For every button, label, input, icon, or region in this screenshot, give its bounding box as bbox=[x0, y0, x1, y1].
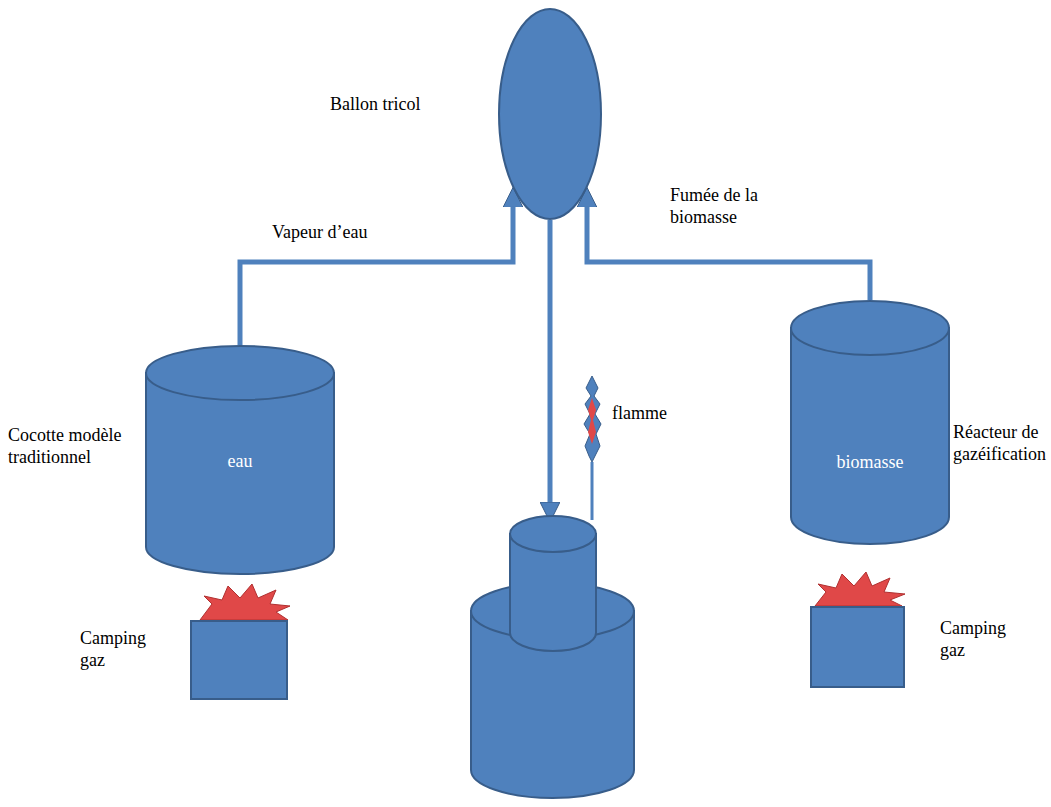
flask-outline bbox=[499, 9, 601, 219]
burner-box: Camping gaz bbox=[810, 606, 905, 688]
cylinder-body bbox=[146, 373, 334, 574]
burner-box: Camping gaz bbox=[190, 620, 288, 700]
pipe-connector bbox=[548, 220, 553, 517]
small-flame bbox=[584, 376, 601, 462]
vessel-cylinder: Réacteur de gazéificationbiomasse bbox=[790, 300, 950, 545]
pipe-connector bbox=[240, 192, 513, 345]
flow-label: Vapeur d’eau bbox=[270, 222, 414, 244]
cylinder-top bbox=[146, 346, 334, 400]
inner-vessel-top bbox=[510, 516, 596, 552]
part-label: Réacteur de gazéification bbox=[953, 422, 1047, 465]
part-label: Ballon tricol bbox=[330, 94, 480, 116]
node-outline bbox=[190, 620, 288, 700]
node-outline bbox=[790, 300, 950, 545]
burner-box bbox=[811, 607, 904, 687]
flow-label: Fumée de la biomasse bbox=[668, 185, 772, 228]
node-outline bbox=[470, 515, 635, 800]
burner-box bbox=[191, 621, 287, 699]
node-outline bbox=[498, 8, 602, 220]
cylinder-body bbox=[791, 328, 949, 544]
three-neck-flask: Ballon tricol bbox=[498, 8, 602, 220]
content-label: eau bbox=[145, 451, 335, 473]
part-label: Camping gaz bbox=[80, 628, 160, 671]
burner-vessel: flamme bbox=[470, 515, 635, 800]
vessel-cylinder: Cocotte modèle traditionneleau bbox=[145, 345, 335, 575]
cylinder-top bbox=[791, 301, 949, 355]
node-outline bbox=[810, 606, 905, 688]
flame-stem bbox=[591, 462, 594, 520]
small-flame-core bbox=[588, 398, 596, 444]
burner-flame bbox=[815, 572, 905, 606]
burner-flame bbox=[200, 584, 290, 620]
content-label: biomasse bbox=[790, 452, 950, 474]
part-label: flamme bbox=[612, 403, 692, 425]
part-label: Cocotte modèle traditionnel bbox=[8, 425, 128, 468]
part-label: Camping gaz bbox=[940, 618, 1020, 661]
